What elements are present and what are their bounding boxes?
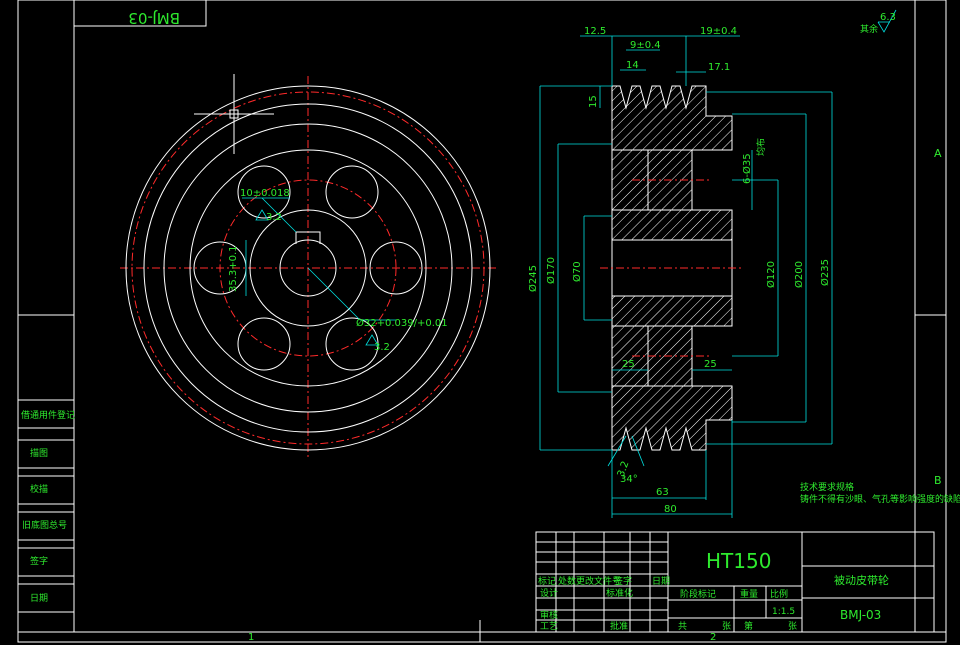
dim-top-1: 19±0.4	[700, 26, 737, 37]
web-dim-right: 25	[704, 359, 717, 370]
tb-h-0: 标记	[538, 575, 556, 587]
row-b-label: B	[934, 474, 942, 487]
strip-label-5: 日期	[30, 593, 48, 604]
drawing-number: BMJ-03	[840, 608, 881, 622]
tb-h-1: 处数	[558, 575, 576, 587]
mirrored-number-box: BMJ-03	[73, 0, 207, 27]
tb-r-2: 审核	[540, 609, 558, 621]
part-name: 被动皮带轮	[834, 573, 889, 587]
dim-top-2: 9±0.4	[630, 40, 661, 51]
section-dimension-lines	[539, 35, 833, 518]
bore-dim: Ø32+0.039/+0.01	[356, 317, 448, 329]
title-block	[535, 531, 935, 633]
bottom-dim-63: 63	[656, 487, 669, 498]
dia-235: Ø235	[819, 259, 831, 286]
sheet-label-3: 张	[788, 621, 797, 632]
info-label-1: 重量	[740, 588, 758, 600]
dim-top-3: 14	[626, 60, 639, 71]
info-label-0: 阶段标记	[680, 588, 716, 600]
rough-a-dim: 3.2	[266, 212, 282, 223]
tb-r-0: 设计	[540, 587, 558, 599]
notes-title: 技术要求规格	[800, 481, 854, 493]
surface-finish-symbol	[877, 9, 897, 33]
keyway-depth-dim: 35.3+0.1	[228, 245, 239, 292]
dia-170: Ø170	[545, 257, 557, 284]
tb-h-2: 更改文件号	[576, 575, 621, 587]
tb-r-3: 工艺	[540, 621, 558, 632]
left-strip: 借通用件登记 描图 校描 旧底图总号 签字 日期	[18, 399, 75, 613]
rough-b-dim: 3.2	[374, 342, 390, 353]
keyway-width-dim: 10±0.018	[240, 188, 290, 199]
front-view	[120, 74, 496, 460]
bottom-dim-80: 80	[664, 504, 677, 515]
notes-body: 铸件不得有沙眼、气孔等影响强度的缺陷，锐边倒角。	[800, 493, 960, 505]
web-dim-left: 25	[622, 359, 635, 370]
dia-200: Ø200	[793, 261, 805, 288]
dia-120: Ø120	[765, 261, 777, 288]
strip-label-1: 描图	[30, 447, 48, 459]
strip-label-2: 校描	[30, 483, 48, 495]
dim-top-4: 17.1	[708, 62, 730, 73]
dia-70: Ø70	[571, 261, 583, 282]
angle-dim: 34°	[620, 474, 638, 485]
tb-r-4: 批准	[610, 620, 628, 632]
surface-finish-value: 6.3	[880, 12, 896, 23]
mirrored-number: BMJ-03	[128, 9, 180, 27]
scale: 1:1.5	[772, 607, 795, 617]
dim-top-5: 15	[588, 95, 599, 108]
col-2-label: 2	[710, 632, 716, 643]
col-1-label: 1	[248, 632, 254, 643]
sheet-label-2: 第	[744, 620, 753, 632]
holes-note: 均布	[755, 138, 767, 156]
strip-label-3: 旧底图总号	[22, 519, 67, 531]
strip-label-4: 签字	[30, 555, 48, 567]
strip-label-0: 借通用件登记	[21, 409, 75, 421]
surface-finish-label: 其余	[860, 23, 878, 35]
dia-245: Ø245	[527, 265, 539, 292]
tb-h-4: 日期	[652, 576, 670, 587]
material: HT150	[706, 549, 771, 573]
section-view	[600, 85, 742, 451]
tb-h-3: 签字	[614, 575, 632, 587]
sheet-label-0: 共	[678, 621, 687, 632]
sheet-label-1: 张	[722, 621, 731, 632]
dim-top-0: 12.5	[584, 26, 606, 37]
drawing-frame	[17, 0, 947, 643]
holes-dim: 6-Ø35	[741, 153, 753, 184]
section-rough: 3.2	[616, 460, 632, 479]
row-a-label: A	[934, 147, 942, 160]
tb-r-1: 标准化	[606, 587, 633, 599]
info-label-2: 比例	[770, 588, 788, 600]
